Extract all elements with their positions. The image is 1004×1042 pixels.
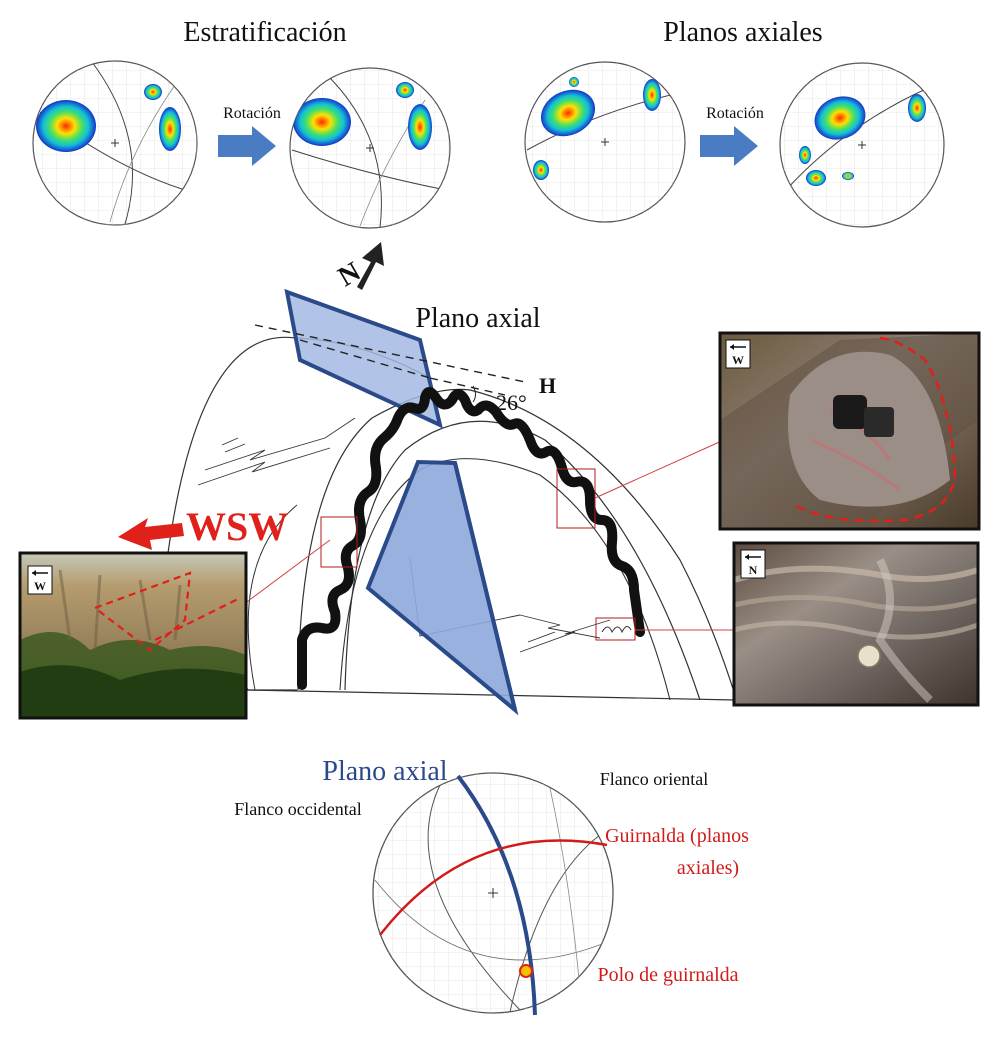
density-cluster <box>569 77 579 87</box>
rotation-label-1: Rotación <box>223 105 281 122</box>
density-cluster <box>908 94 926 122</box>
density-cluster <box>643 79 661 111</box>
density-cluster <box>806 170 826 186</box>
outcrop-photo-top-right: W <box>718 331 981 531</box>
axial-plane-great-circle <box>456 774 537 1016</box>
density-cluster <box>293 98 351 146</box>
girdle-great-circle <box>379 839 608 936</box>
photo-top-right-orientation: W <box>732 353 744 367</box>
detail-box-bottom-right <box>595 617 636 641</box>
west-limb-label: Flanco occidental <box>234 799 361 819</box>
axial-planes-title: Planos axiales <box>663 17 822 48</box>
east-limb-label: Flanco oriental <box>600 769 708 789</box>
rotation-label-2: Rotación <box>706 105 764 122</box>
fold-block-diagram: N Plano axial H <box>118 242 736 716</box>
bedding-title: Estratificación <box>183 17 346 48</box>
horizontal-label: H <box>539 373 556 398</box>
stereonet-axial-plane-label: Plano axial <box>322 756 447 787</box>
detail-box-top-right <box>556 468 596 529</box>
density-cluster <box>540 89 596 137</box>
density-cluster <box>408 104 432 150</box>
bedding-stereonet-after <box>289 67 451 229</box>
density-cluster <box>396 82 414 98</box>
outcrop-photo-left: W <box>18 551 248 720</box>
density-cluster <box>533 160 549 180</box>
girdle-label-line-1: Guirnalda (planos <box>605 825 749 847</box>
photo-bottom-right-orientation: N <box>749 563 758 577</box>
density-cluster <box>799 146 811 164</box>
north-arrow-icon <box>357 242 384 290</box>
density-cluster <box>144 84 162 100</box>
axial-plane-upper <box>284 288 443 429</box>
detail-box-left <box>320 516 358 568</box>
axial-plane-label: Plano axial <box>415 303 540 334</box>
plunge-label: 26° <box>496 390 527 415</box>
density-cluster <box>36 100 96 152</box>
photo-left-orientation: W <box>34 579 46 593</box>
axial-planes-stereonet-after <box>779 62 945 228</box>
girdle-label-line-2: axiales) <box>677 857 739 879</box>
girdle-pole-marker <box>519 964 533 978</box>
leader-line <box>594 434 736 499</box>
direction-label: WSW <box>186 504 288 549</box>
density-cluster <box>159 107 181 151</box>
leader-line <box>239 539 331 608</box>
rotation-arrow-icon <box>700 126 758 166</box>
horizontal-reference-line <box>254 324 526 383</box>
rotation-arrow-icon <box>218 126 276 166</box>
pole-label: Polo de guirnalda <box>597 964 738 986</box>
density-cluster <box>842 172 854 180</box>
bedding-stereonet-before <box>32 60 198 226</box>
outcrop-photo-bottom-right: N <box>732 541 980 707</box>
axial-plane-lower <box>365 459 519 716</box>
wsw-arrow-icon <box>118 518 184 550</box>
axial-planes-stereonet-before <box>524 61 686 223</box>
density-cluster <box>814 96 866 140</box>
folded-layer <box>297 387 645 690</box>
summary-stereonet <box>372 772 614 1016</box>
